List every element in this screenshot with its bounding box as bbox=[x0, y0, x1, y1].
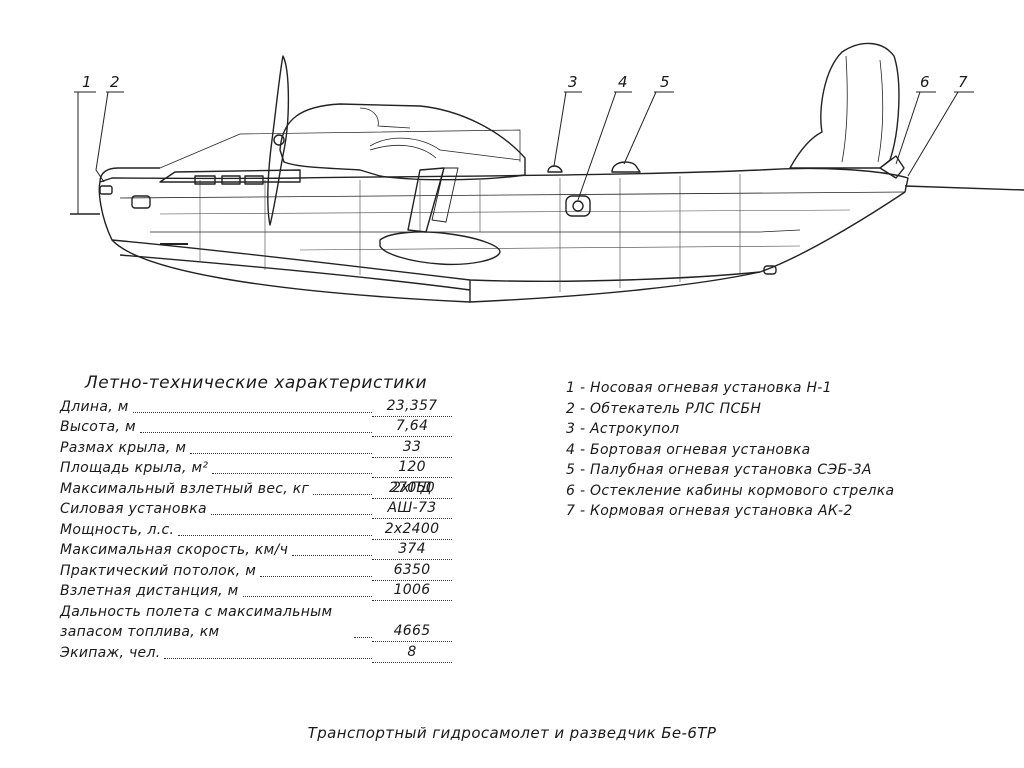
figure-caption: Транспортный гидросамолет и разведчик Бе… bbox=[307, 724, 717, 742]
legend-item: 2 - Обтекатель РЛС ПСБН bbox=[566, 400, 762, 417]
spec-value: 7,64 bbox=[372, 416, 452, 437]
spec-row: Дальность полета с максимальным запасом … bbox=[60, 601, 452, 642]
leader-dots bbox=[178, 534, 372, 536]
wing bbox=[279, 103, 526, 181]
specifications-table: Летно-технические характеристики Длина, … bbox=[60, 372, 452, 663]
leader-dots bbox=[354, 637, 372, 638]
spec-value: 8 bbox=[372, 642, 452, 663]
leader-dots bbox=[132, 411, 372, 413]
tail-gunner-glazing bbox=[879, 155, 905, 179]
spec-name: Максимальный взлетный вес, кг bbox=[60, 480, 310, 497]
spec-name: Практический потолок, м bbox=[60, 562, 257, 579]
callout-7: 7 bbox=[958, 73, 968, 91]
spec-row: Взлетная дистанция, м 1006 bbox=[60, 580, 452, 601]
spec-row: Размах крыла, м 33 bbox=[60, 437, 452, 458]
wing-float bbox=[379, 231, 501, 266]
leader-dots bbox=[313, 493, 372, 495]
callout-5: 5 bbox=[660, 73, 670, 91]
callout-6: 6 bbox=[920, 73, 930, 91]
spec-name: Взлетная дистанция, м bbox=[60, 583, 239, 599]
spec-value: 33 bbox=[372, 437, 452, 458]
spec-name: Длина, м bbox=[60, 398, 129, 415]
spec-name: Дальность полета с максимальным запасом … bbox=[60, 604, 333, 640]
spec-row: Высота, м 7,64 bbox=[60, 416, 452, 437]
spec-name: Максимальная скорость, км/ч bbox=[60, 542, 289, 558]
seaplane-side-view-drawing bbox=[70, 42, 1024, 303]
spec-row: Мощность, л.с. 2х2400 bbox=[60, 519, 452, 540]
spec-value: 6350 bbox=[372, 560, 452, 581]
tail-fin bbox=[789, 42, 900, 169]
specifications-title: Летно-технические характеристики bbox=[84, 373, 428, 393]
spec-name: Мощность, л.с. bbox=[60, 521, 175, 538]
callout-3: 3 bbox=[568, 73, 578, 91]
float-strut bbox=[407, 167, 445, 233]
spec-row: Максимальный взлетный вес, кг 27050 bbox=[60, 478, 452, 499]
spec-value: 4665 bbox=[372, 621, 452, 642]
leader-dots bbox=[139, 432, 372, 433]
spec-name: Экипаж, чел. bbox=[60, 644, 161, 661]
spec-row: Длина, м 23,357 bbox=[60, 396, 452, 417]
leader-dots bbox=[210, 514, 372, 515]
spec-value: 2х2400 bbox=[372, 519, 452, 540]
dorsal-turret bbox=[611, 161, 641, 173]
callout-1: 1 bbox=[82, 73, 92, 91]
propeller bbox=[267, 55, 290, 226]
leader-dots bbox=[164, 657, 372, 659]
leader-dots bbox=[212, 473, 372, 474]
waist-gun-blister bbox=[565, 195, 591, 217]
legend-item: 7 - Кормовая огневая установка АК-2 bbox=[566, 503, 853, 519]
spec-name: Размах крыла, м bbox=[60, 439, 187, 456]
callout-legend: 1 - Носовая огневая установка Н-1 2 - Об… bbox=[566, 378, 986, 522]
spec-name: Площадь крыла, м² bbox=[60, 460, 209, 476]
legend-item: 4 - Бортовая огневая установка bbox=[566, 441, 811, 458]
leader-dots bbox=[190, 452, 372, 454]
hull-outline bbox=[98, 167, 909, 303]
astrodome bbox=[547, 165, 563, 173]
leader-dots bbox=[292, 555, 372, 556]
callout-4: 4 bbox=[618, 73, 628, 91]
spec-value: 1006 bbox=[372, 580, 452, 601]
spec-name: Высота, м bbox=[60, 419, 136, 435]
legend-item: 3 - Астрокупол bbox=[566, 421, 680, 437]
spec-name: Силовая установка bbox=[60, 501, 207, 517]
leader-dots bbox=[260, 575, 372, 577]
legend-item: 1 - Носовая огневая установка Н-1 bbox=[566, 380, 832, 396]
spec-value: 374 bbox=[372, 539, 452, 560]
spec-row: Экипаж, чел. 8 bbox=[60, 642, 452, 663]
spec-row: Силовая установка 2хПД АШ-73 bbox=[60, 480, 452, 519]
spec-row: Площадь крыла, м² 120 bbox=[60, 457, 452, 478]
spec-row: Максимальная скорость, км/ч 374 bbox=[60, 539, 452, 560]
leader-dots bbox=[242, 596, 372, 597]
spec-value: 2хПД АШ-73 bbox=[372, 478, 452, 519]
spec-value: 23,357 bbox=[372, 396, 452, 417]
callout-2: 2 bbox=[110, 73, 120, 91]
spec-value: 27050 bbox=[372, 478, 452, 499]
legend-item: 6 - Остекление кабины кормового стрелка bbox=[566, 482, 895, 499]
legend-item: 5 - Палубная огневая установка СЭБ-3А bbox=[566, 462, 872, 478]
spec-row: Практический потолок, м 6350 bbox=[60, 560, 452, 581]
tail-gun bbox=[904, 185, 1024, 191]
spec-value: 120 bbox=[372, 457, 452, 478]
